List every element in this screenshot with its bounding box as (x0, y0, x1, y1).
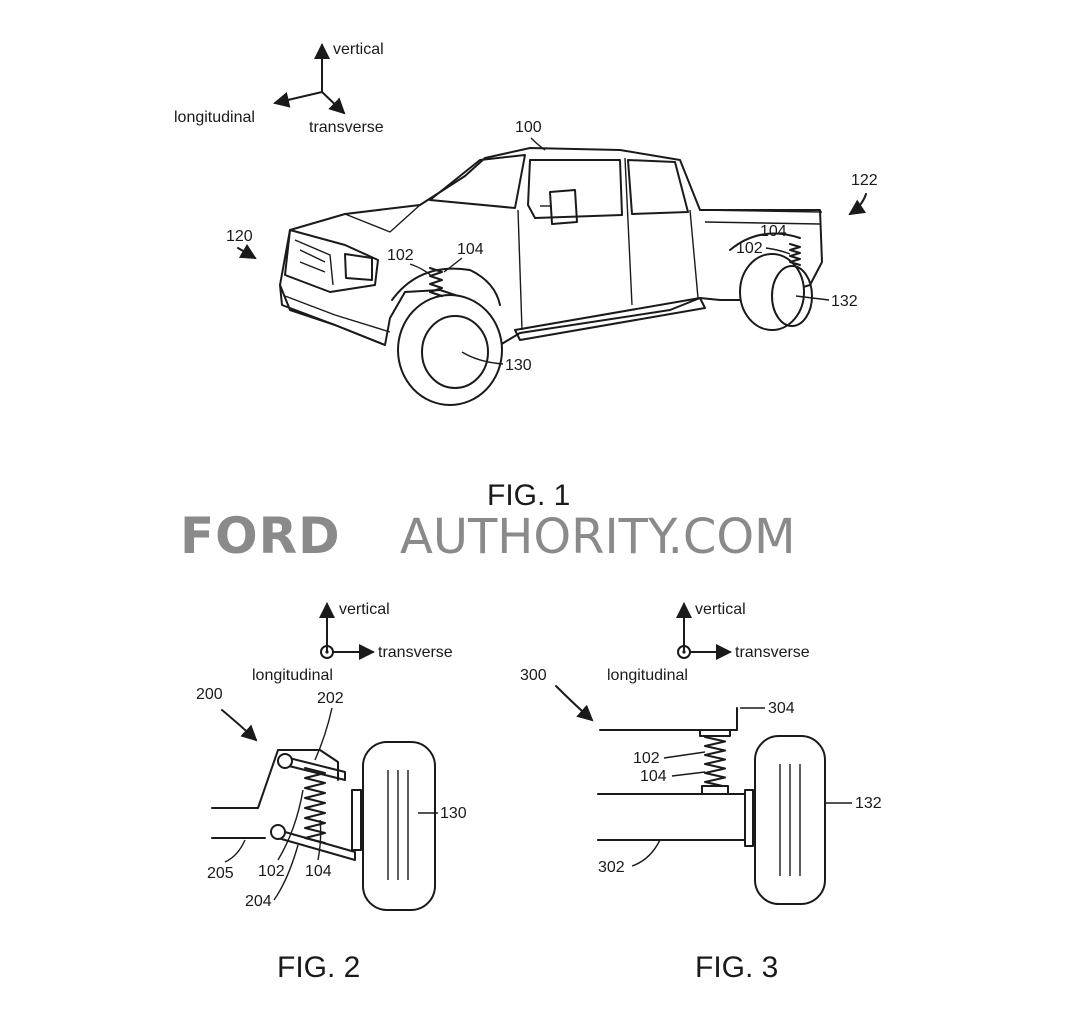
fig2-reference-labels: 200 202 130 205 102 104 204 (196, 686, 467, 910)
fig3-reference-labels: 300 304 102 104 132 302 (520, 667, 882, 876)
fig2-axis-transverse-label: transverse (378, 644, 453, 661)
fig1-ref-rear-spring-b: 104 (760, 223, 787, 240)
fig3-ref-assembly: 300 (520, 667, 547, 684)
fig1-axis-transverse-label: transverse (309, 119, 384, 136)
fig1-axis-longitudinal-label: longitudinal (174, 109, 255, 126)
fig1-ref-rear-spring-a: 102 (736, 240, 763, 257)
fig2-ref-upper-arm: 202 (317, 690, 344, 707)
fig1-reference-labels: 100 120 122 102 104 104 102 132 130 (226, 119, 878, 374)
fig1-ref-front-spring-a: 102 (387, 247, 414, 264)
fig3-axis-longitudinal-label: longitudinal (607, 667, 688, 684)
watermark-brand: FORD (180, 507, 341, 565)
fig1-ref-front: 120 (226, 228, 253, 245)
fig1-axis-triad: vertical longitudinal transverse (174, 41, 384, 136)
fig2-axis-longitudinal-label: longitudinal (252, 667, 333, 684)
fig1-axis-vertical-label: vertical (333, 41, 384, 58)
fig3-caption: FIG. 3 (695, 951, 778, 984)
watermark: FORD AUTHORITY.COM (180, 507, 796, 565)
fig1-truck (279, 147, 823, 406)
fig3-ref-spring-b: 104 (640, 768, 667, 785)
fig1-caption: FIG. 1 (487, 479, 570, 512)
fig3-ref-frame: 304 (768, 700, 795, 717)
fig3-axis-transverse-label: transverse (735, 644, 810, 661)
fig3-ref-spring-a: 102 (633, 750, 660, 767)
fig3-ref-axle: 302 (598, 859, 625, 876)
fig1-ref-front-spring-b: 104 (457, 241, 484, 258)
fig2-axis-vertical-label: vertical (339, 601, 390, 618)
fig1-ref-rear-wheel: 132 (831, 293, 858, 310)
fig2-ref-lower-arm: 204 (245, 893, 272, 910)
fig1-ref-front-wheel: 130 (505, 357, 532, 374)
fig2-suspension (211, 741, 436, 911)
fig2-caption: FIG. 2 (277, 951, 360, 984)
watermark-domain: AUTHORITY.COM (400, 509, 796, 565)
fig3-suspension (597, 707, 826, 905)
fig2-ref-spring-b: 104 (305, 863, 332, 880)
fig1-ref-rear: 122 (851, 172, 878, 189)
fig2-ref-spring-a: 102 (258, 863, 285, 880)
fig3-axis-triad: vertical transverse longitudinal (607, 601, 810, 684)
fig2-ref-assembly: 200 (196, 686, 223, 703)
fig2-axis-triad: vertical transverse longitudinal (252, 601, 453, 684)
fig1-ref-vehicle: 100 (515, 119, 542, 136)
fig2-ref-frame: 205 (207, 865, 234, 882)
fig2-ref-wheel: 130 (440, 805, 467, 822)
fig3-ref-wheel: 132 (855, 795, 882, 812)
fig3-axis-vertical-label: vertical (695, 601, 746, 618)
